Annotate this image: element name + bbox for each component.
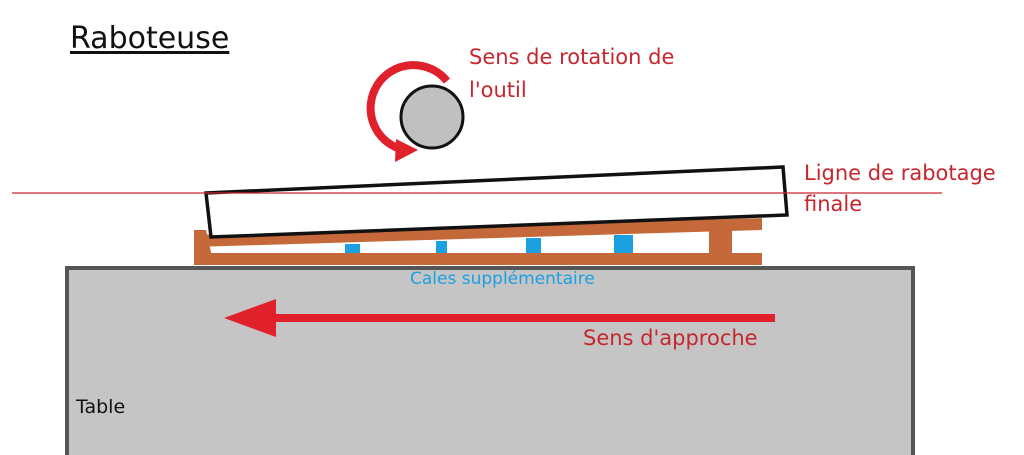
table	[65, 266, 915, 455]
shim-3	[526, 238, 541, 253]
shims	[345, 235, 633, 253]
sled-left-end	[194, 230, 214, 265]
planing-line-label-text: Ligne de rabotage finale	[804, 161, 996, 216]
wooden-sled	[194, 218, 762, 265]
shim-4	[614, 235, 633, 253]
table-label: Table	[76, 396, 126, 418]
rotation-label-text: Sens de rotation de l'outil	[469, 45, 675, 102]
planing-line-label: Ligne de rabotage finale	[804, 158, 996, 220]
approach-direction-label: Sens d'approche	[583, 326, 758, 350]
approach-arrow-head	[224, 299, 276, 337]
rotation-arrow-head	[395, 139, 418, 162]
sled-top-slat	[194, 218, 762, 247]
rotation-direction-label: Sens de rotation de l'outil	[469, 41, 674, 107]
cutter-head	[399, 84, 465, 150]
shims-label: Cales supplémentaire	[410, 269, 595, 289]
rotation-arrow-arc	[366, 61, 451, 154]
sled-right-post	[709, 230, 732, 255]
rotation-arrow-icon	[366, 61, 451, 162]
workpiece-board	[204, 165, 789, 239]
shim-1	[345, 244, 360, 253]
diagram-title: Raboteuse	[70, 21, 230, 56]
sled-bottom-slat	[194, 253, 762, 265]
shim-2	[436, 241, 447, 253]
approach-arrow-icon	[224, 299, 775, 337]
